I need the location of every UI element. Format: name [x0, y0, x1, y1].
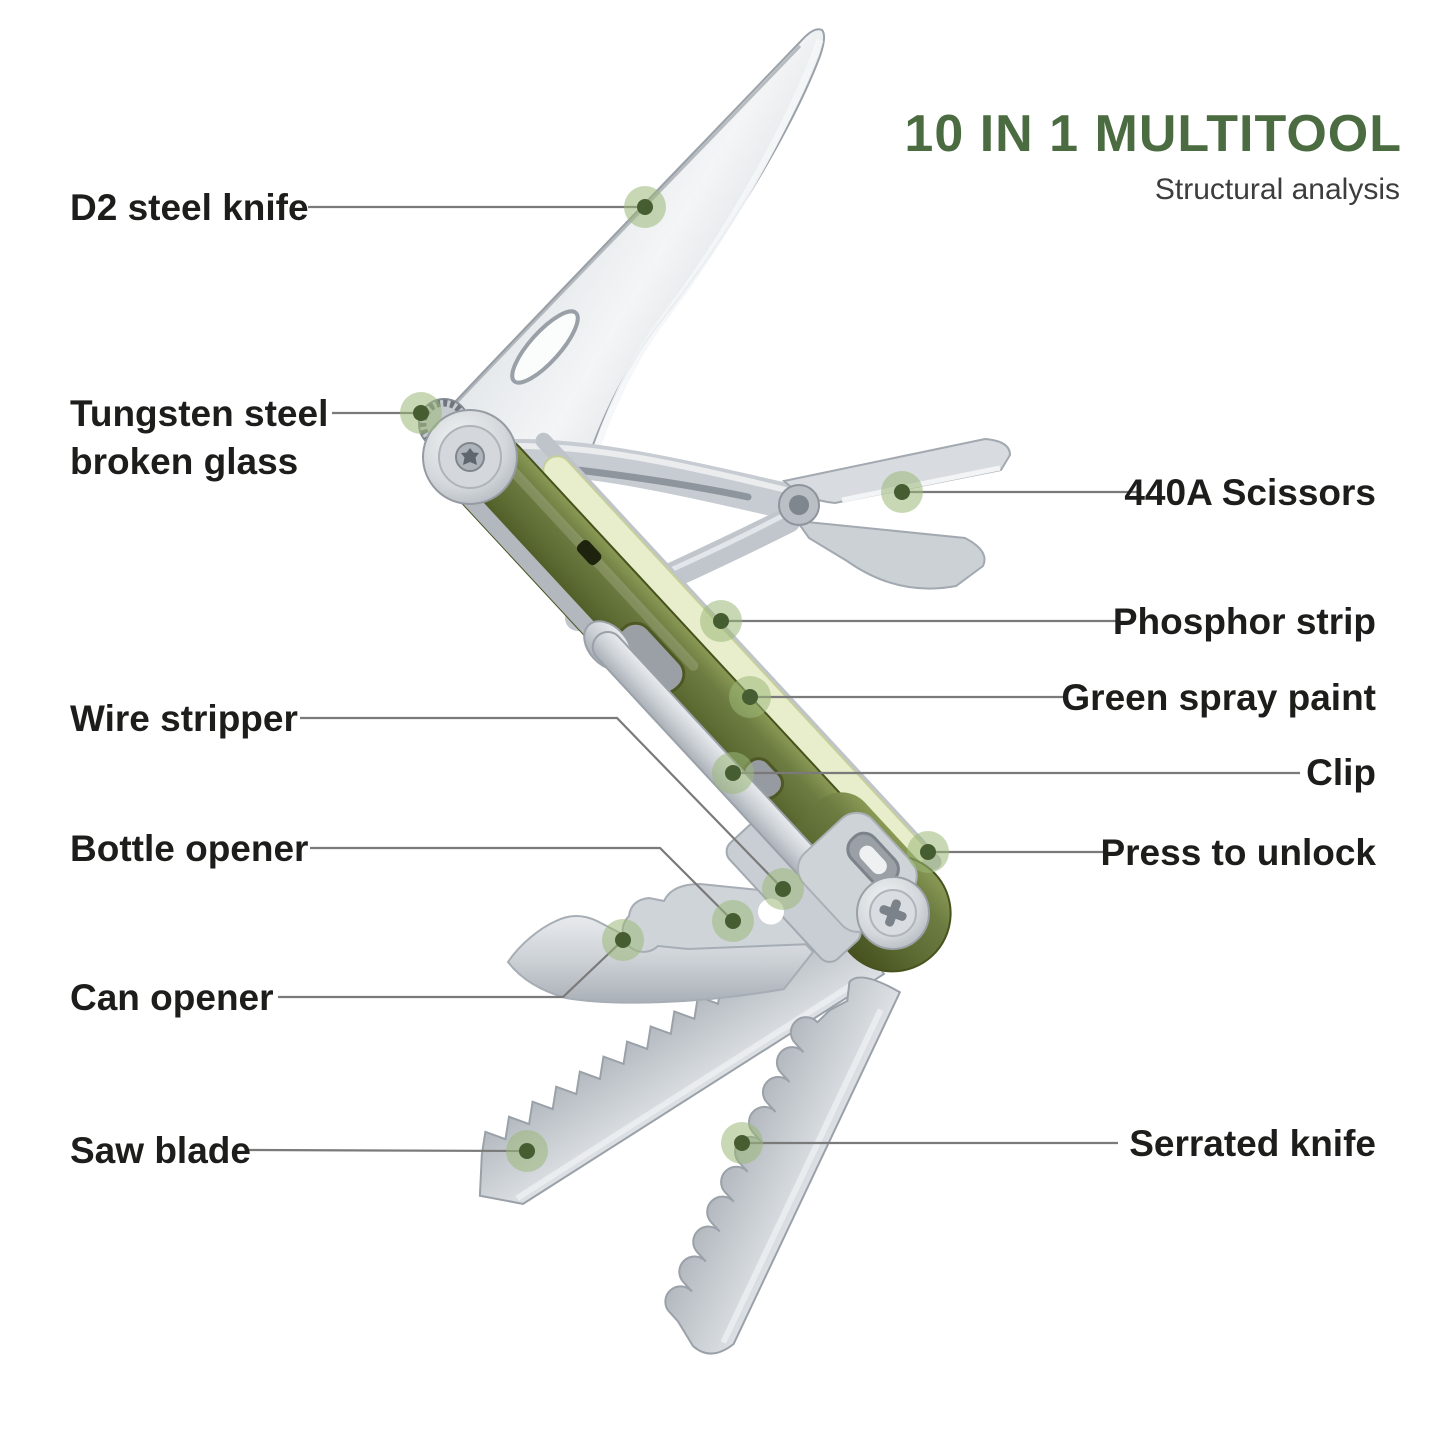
handle-dark-slot: [576, 539, 602, 566]
label-phosphor-strip: Phosphor strip: [1113, 601, 1376, 642]
bottom-pivot: [856, 876, 930, 950]
marker-clip: [712, 752, 754, 794]
marker-press: [907, 831, 949, 873]
marker-d2: [624, 186, 666, 228]
handle-assembly: [442, 432, 952, 973]
top-pivot: [418, 398, 518, 505]
label-saw-blade: Saw blade: [70, 1130, 251, 1171]
thumb-slot: [510, 309, 580, 385]
marker-bottle: [712, 900, 754, 942]
leader-can: [278, 939, 624, 999]
page-subtitle: Structural analysis: [1155, 173, 1400, 206]
callout-markers: [400, 186, 949, 1172]
scissors-blade-lower: [794, 519, 986, 590]
marker-saw: [506, 1130, 548, 1172]
leader-saw: [247, 1148, 528, 1153]
label-serrated-knife: Serrated knife: [1129, 1123, 1376, 1164]
label-wire-stripper: Wire stripper: [70, 698, 298, 739]
marker-serrated: [721, 1122, 763, 1164]
marker-can: [602, 919, 644, 961]
label-green-spray-paint: Green spray paint: [1061, 677, 1376, 718]
label-can-opener: Can opener: [70, 977, 274, 1018]
page-title: 10 IN 1 MULTITOOL: [904, 105, 1402, 163]
label-tungsten-line1: Tungsten steel: [70, 393, 328, 434]
leader-wire: [300, 716, 784, 890]
leader-lines: [247, 205, 1300, 1153]
knife-blade: [433, 28, 826, 484]
label-scissors: 440A Scissors: [1124, 472, 1376, 513]
torx-screw: [461, 448, 479, 465]
marker-scissors: [881, 471, 923, 513]
marker-wire: [762, 868, 804, 910]
marker-tungsten: [400, 392, 442, 434]
leader-bottle: [310, 846, 734, 922]
label-d2-steel-knife: D2 steel knife: [70, 187, 309, 228]
label-clip: Clip: [1306, 752, 1376, 793]
label-press-to-unlock: Press to unlock: [1100, 832, 1376, 873]
marker-paint: [729, 676, 771, 718]
label-bottle-opener: Bottle opener: [70, 828, 308, 869]
serrated-knife-tool: [664, 976, 902, 1355]
phillips-screw: [879, 899, 907, 927]
marker-phosphor: [700, 600, 742, 642]
label-tungsten-line2: broken glass: [70, 441, 298, 482]
